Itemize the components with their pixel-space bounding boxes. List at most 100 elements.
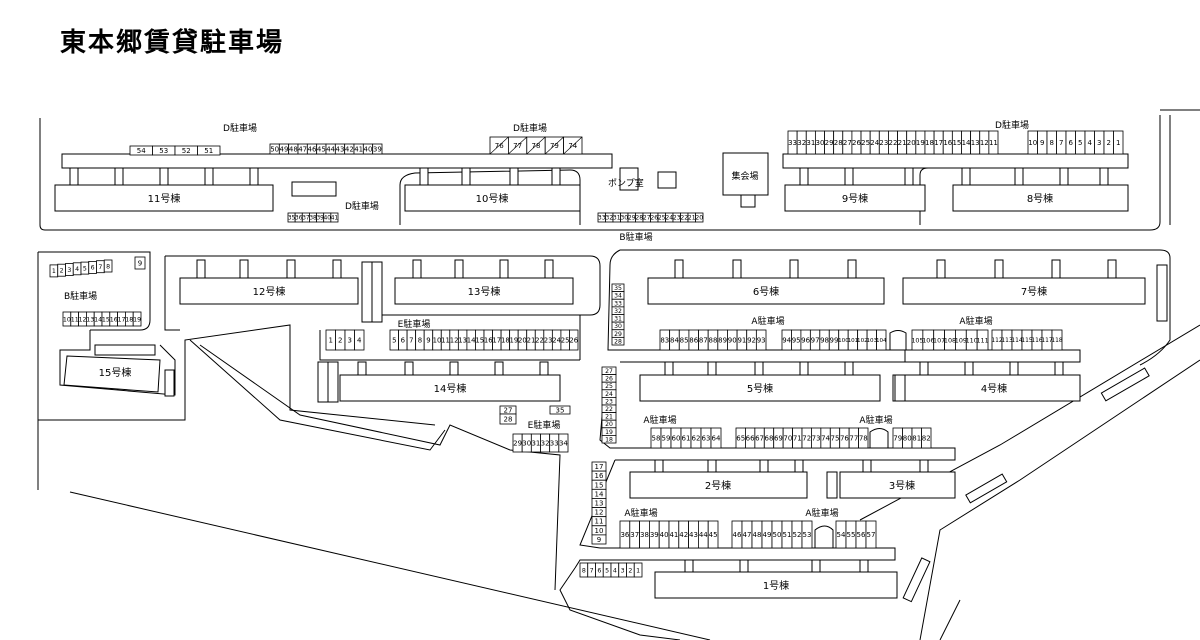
parking-slot: [558, 433, 569, 453]
parking-slot-number: 91: [737, 337, 746, 345]
parking-slot-number: 11: [989, 139, 998, 147]
parking-slot-number: 24: [552, 336, 561, 344]
parking-slot-number: 85: [680, 337, 689, 345]
parking-slot-number: 7: [98, 264, 102, 271]
parking-slot-number: 21: [898, 139, 907, 147]
parking-slot-number: 8: [418, 336, 422, 344]
parking-slot: [103, 259, 113, 273]
building-7: [902, 277, 1146, 305]
building-8: [952, 184, 1129, 212]
parking-slot: [134, 256, 146, 270]
walkway-14-strip: [317, 361, 329, 403]
parking-slot: [695, 212, 704, 223]
parking-slot-number: 4: [75, 266, 79, 273]
walkway-12-13: [361, 261, 373, 323]
parking-slot-number: 40: [660, 531, 669, 539]
parking-slot-number: 1: [1116, 139, 1120, 147]
parking-slot-number: 1: [636, 567, 640, 574]
parking-slot-number: 99: [830, 337, 839, 345]
building-label-11: 11号棟: [148, 192, 181, 205]
pillar: [509, 167, 519, 186]
parking-slot-number: 15: [102, 316, 110, 323]
parking-slot-number: 76: [495, 142, 504, 150]
parking-slot-number: 9: [1040, 139, 1044, 147]
parking-slot-number: 22: [535, 336, 544, 344]
parking-slot-number: 101: [848, 338, 859, 344]
parking-slot-number: 32: [797, 139, 806, 147]
parking-slot-number: 3: [348, 337, 352, 345]
pillar: [114, 167, 124, 186]
parking-slot-number: 7: [590, 567, 594, 574]
parking-slot: [865, 520, 877, 549]
parking-slot-number: 65: [736, 435, 745, 443]
parking-slot-number: 67: [755, 435, 764, 443]
parking-slot-number: 8: [582, 567, 586, 574]
parking-slot-number: 9: [597, 536, 601, 544]
parking-slot: [601, 434, 617, 444]
parking-slot-number: 63: [702, 435, 711, 443]
parking-slot-number: 97: [811, 337, 820, 345]
parking-slot-number: 27: [605, 368, 613, 375]
zone-label-a-2-right: A駐車場: [805, 507, 838, 519]
parking-slot-number: 14: [595, 490, 604, 498]
parking-slot-number: 27: [643, 215, 651, 222]
center-block: [291, 181, 337, 197]
parking-slot-number: 35: [556, 407, 565, 415]
parking-slot-number: 94: [782, 337, 791, 345]
walkway-4-5: [894, 374, 906, 402]
pillar: [919, 459, 929, 473]
building-13: [394, 277, 574, 305]
parking-slot-number: 27: [504, 407, 513, 415]
parking-slot-number: 25: [861, 139, 870, 147]
parking-slot-number: 64: [712, 435, 721, 443]
parking-slot-number: 8: [106, 263, 110, 270]
walkway-15-side: [164, 369, 175, 397]
pump-room-label: ポンプ室: [608, 177, 644, 189]
parking-slot-number: 23: [544, 336, 553, 344]
parking-slot-number: 37: [630, 531, 639, 539]
pillar: [449, 361, 459, 376]
parking-slot-number: 3: [1097, 139, 1101, 147]
parking-slot-number: 112: [991, 338, 1002, 344]
parking-slot-number: 34: [559, 440, 568, 448]
walkway-14-strip-2: [327, 361, 339, 403]
parking-slot-number: 110: [966, 336, 978, 344]
parking-row-e-small-top: 27: [499, 405, 517, 415]
slot-hatch: [508, 136, 528, 155]
parking-slot-number: 12: [595, 509, 604, 517]
parking-slot: [976, 329, 989, 351]
parking-slot: [372, 143, 383, 155]
pillar: [707, 361, 717, 376]
parking-slot-number: 13: [971, 139, 980, 147]
parking-slot-number: 56: [857, 531, 866, 539]
parking-slot-number: 55: [847, 531, 856, 539]
pillar: [286, 259, 296, 279]
zone-label-a-6: A駐車場: [751, 315, 784, 327]
parking-slot-number: 40: [364, 146, 373, 154]
parking-slot-number: 82: [922, 435, 931, 443]
parking-slot-number: 10: [433, 336, 442, 344]
parking-slot-number: 21: [605, 414, 613, 421]
facilities: ポンプ室 集会場: [608, 152, 769, 208]
parking-slot-number: 38: [309, 216, 317, 222]
parking-slot-number: 13: [595, 500, 604, 508]
parking-slot-number: 16: [595, 472, 604, 480]
parking-slot-number: 49: [280, 146, 289, 154]
parking-slot-number: 6: [91, 265, 95, 272]
parking-slot-number: 18: [605, 436, 613, 443]
parking-slot-number: 2: [60, 267, 64, 274]
parking-slot-number: 47: [298, 146, 307, 154]
pillar: [811, 559, 821, 573]
pillar: [196, 259, 206, 279]
parking-slot-number: 83: [660, 337, 669, 345]
parking-slot-number: 50: [773, 531, 782, 539]
pillar: [664, 361, 674, 376]
parking-slot-number: 1: [329, 337, 333, 345]
parking-slot-number: 36: [620, 531, 629, 539]
